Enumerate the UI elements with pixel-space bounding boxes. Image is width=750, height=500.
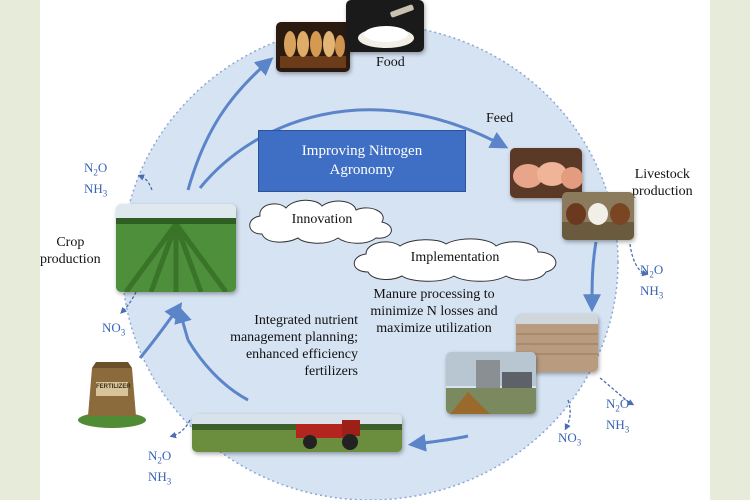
flour-photo [346,0,424,52]
emission-manure-no3: NO3 [558,430,582,448]
title-box: Improving Nitrogen Agronomy [258,130,466,192]
cows-photo [562,192,634,240]
emission-crop-no3: NO3 [102,320,126,338]
implementation-cloud: Implementation [346,238,564,282]
livestock-label: Livestock production [632,167,693,199]
livestock-to-manure-arrow [583,241,602,313]
field-to-crop-arrow [186,339,249,402]
manure-processing-text: Manure processing to minimize N losses a… [370,287,498,336]
emission-manure: N2O NH3 [606,396,630,435]
crop-to-food-arrow [186,57,274,191]
feed-label: Feed [486,111,514,126]
diagram-canvas: Improving Nitrogen Agronomy Innovation I… [40,0,710,500]
manure-to-field-arrow [407,433,469,452]
crop-to-feed-arrow [198,108,509,189]
processing-plant-photo [446,352,536,414]
tractor-photo [192,414,402,452]
implementation-label: Implementation [410,250,500,265]
emission-top-left: N2O NH3 [84,160,108,199]
fertilizer-bag-photo: FERTILIZER [76,358,148,428]
crop-label: Crop production [40,235,101,267]
pigs-photo [510,148,582,198]
title-line-1: Improving Nitrogen [301,143,423,159]
innovation-label: Innovation [291,212,353,227]
title-line-2: Agronomy [329,162,395,178]
emission-bottom-left: N2O NH3 [148,448,172,487]
fertilizer-bag-label: FERTILIZER [96,384,131,390]
food-label: Food [376,55,405,70]
nutrient-management-text: Integrated nutrient management planning;… [230,313,358,379]
crop-field-photo [116,204,236,292]
bread-photo [276,22,350,72]
emission-livestock: N2O NH3 [640,262,664,301]
innovation-cloud: Innovation [242,198,402,244]
